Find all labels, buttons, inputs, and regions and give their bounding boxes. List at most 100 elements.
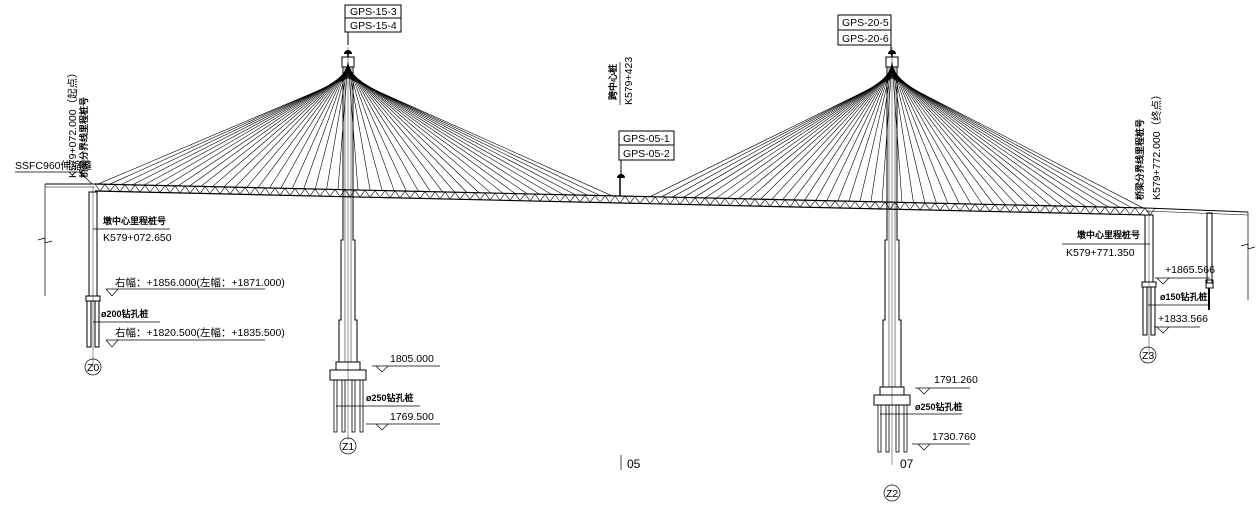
z2-back-stay-cable — [891, 68, 1006, 205]
z1-back-stay-cable — [223, 69, 349, 188]
deck-truss-member — [154, 185, 161, 193]
deck-truss-member — [299, 188, 306, 196]
right-top-elev: +1865.566 — [1165, 264, 1215, 276]
right-pier-station: K579+771.350 — [1066, 247, 1135, 259]
deck-truss-member — [1004, 204, 1011, 213]
z1-back-stay-cable — [337, 61, 349, 190]
deck-truss-member — [684, 197, 691, 205]
deck-truss-member — [744, 198, 751, 207]
deck-truss-member — [1009, 204, 1016, 213]
z2-back-stay-cable — [891, 70, 1029, 206]
deck-truss-member — [809, 200, 816, 208]
deck-truss-member — [794, 199, 801, 208]
gps-label: GPS-20-6 — [842, 33, 889, 45]
z2-back-stay-cable — [891, 66, 972, 205]
deck-truss-member — [449, 192, 456, 200]
marker-05: 05 — [627, 457, 641, 471]
right-station-label: 桥梁分界线里程桩号 — [1134, 119, 1145, 200]
deck-truss-member — [699, 197, 706, 205]
z1-pile-label: ø250钻孔桩 — [366, 392, 414, 403]
deck-truss-member — [329, 189, 336, 197]
deck-truss-member — [859, 201, 866, 209]
z2-back-stay-cable — [891, 74, 1098, 208]
z2-back-stay-cable — [891, 67, 983, 205]
deck-truss-member — [824, 200, 831, 208]
center-label: 跨中心桩 — [607, 64, 618, 100]
deck-truss-member — [304, 188, 311, 197]
deck-truss-member — [1099, 206, 1106, 215]
left-end-annotations: K579+072.000（起点） 桥梁分界线里程桩号 SSFC960伸缩缝 墩中… — [15, 67, 285, 376]
deck-truss-member — [184, 185, 191, 194]
z2-back-stay-cable — [891, 70, 1040, 206]
deck-truss-member — [249, 187, 256, 195]
z1-main-stay-cable — [347, 67, 455, 193]
left-station-label: 桥梁分界线里程桩号 — [78, 97, 89, 178]
z3-pile — [1142, 286, 1148, 336]
z2-main-stay-cable — [804, 67, 893, 201]
deck-truss-member — [854, 201, 861, 209]
deck-truss-member — [169, 185, 176, 193]
deck-truss-member — [124, 184, 131, 192]
z1-back-stay-cable — [132, 75, 349, 186]
deck-truss-member — [1059, 205, 1066, 214]
deck-truss-member — [219, 186, 226, 195]
z1-main-stay-cable — [347, 63, 383, 191]
deck-truss-member — [474, 192, 481, 200]
deck-truss-member — [1109, 207, 1116, 215]
z1-back-stay-cable — [120, 76, 349, 185]
deck-truss-member — [294, 188, 301, 196]
z1-back-stay-cable — [269, 66, 349, 189]
deck-truss-member — [464, 192, 471, 200]
deck-truss-member — [519, 193, 526, 201]
pier-id-z3: Z3 — [1142, 350, 1154, 362]
deck-truss-member — [944, 203, 951, 211]
deck-truss-member — [209, 186, 216, 194]
deck-truss-member — [1024, 205, 1031, 213]
deck-truss-member — [994, 204, 1001, 212]
left-pier-station: K579+072.650 — [103, 232, 172, 244]
gps-label: GPS-15-3 — [350, 6, 397, 18]
deck-truss-member — [784, 199, 791, 208]
deck-truss-member — [389, 190, 396, 198]
left-station: K579+072.000（起点） — [67, 67, 79, 178]
z1-bottom-elev: 1769.500 — [390, 411, 434, 423]
deck-truss-member — [1054, 205, 1061, 214]
z1-main-stay-cable — [347, 67, 443, 193]
z1-main-stay-cable — [347, 68, 468, 193]
deck-truss-member — [524, 193, 531, 202]
deck-truss-member — [1044, 205, 1051, 213]
deck-truss-member — [714, 197, 721, 206]
deck-truss-member — [1049, 205, 1056, 213]
deck-truss-member — [1079, 206, 1086, 214]
deck-truss-member — [989, 204, 996, 212]
deck-truss-member — [634, 196, 641, 204]
deck-truss-member — [619, 195, 626, 204]
deck-truss-member — [1064, 205, 1071, 214]
z2-main-stay-cable — [682, 75, 893, 198]
deck-truss-member — [179, 185, 186, 194]
z2-back-stay-cable — [891, 72, 1063, 207]
deck-truss-member — [289, 188, 296, 196]
z2-main-stay-cable — [826, 65, 893, 201]
deck-truss-member — [149, 185, 156, 193]
z2-main-stay-cable — [694, 74, 893, 198]
z2-back-stay-cable — [891, 76, 1121, 208]
deck-truss-member — [644, 196, 651, 204]
z2-main-stay-cable — [705, 73, 893, 199]
deck-truss-member — [109, 184, 116, 192]
deck-truss-member — [489, 192, 496, 201]
z2-back-stay-cable — [891, 75, 1109, 208]
deck-truss-member — [539, 194, 546, 202]
gps-label: GPS-15-4 — [350, 20, 397, 32]
deck-truss-member — [564, 194, 571, 203]
z2-back-stay-cable — [891, 64, 937, 204]
deck-truss-member — [374, 190, 381, 198]
deck-truss-member — [394, 190, 401, 199]
z1-main-stay-cable — [347, 75, 576, 196]
deck-truss-member — [494, 192, 501, 201]
deck-truss-member — [469, 192, 476, 200]
deck-truss-member — [569, 194, 576, 203]
deck-truss-member — [849, 201, 856, 209]
deck-truss-member — [554, 194, 561, 202]
deck-truss-member — [164, 185, 171, 193]
